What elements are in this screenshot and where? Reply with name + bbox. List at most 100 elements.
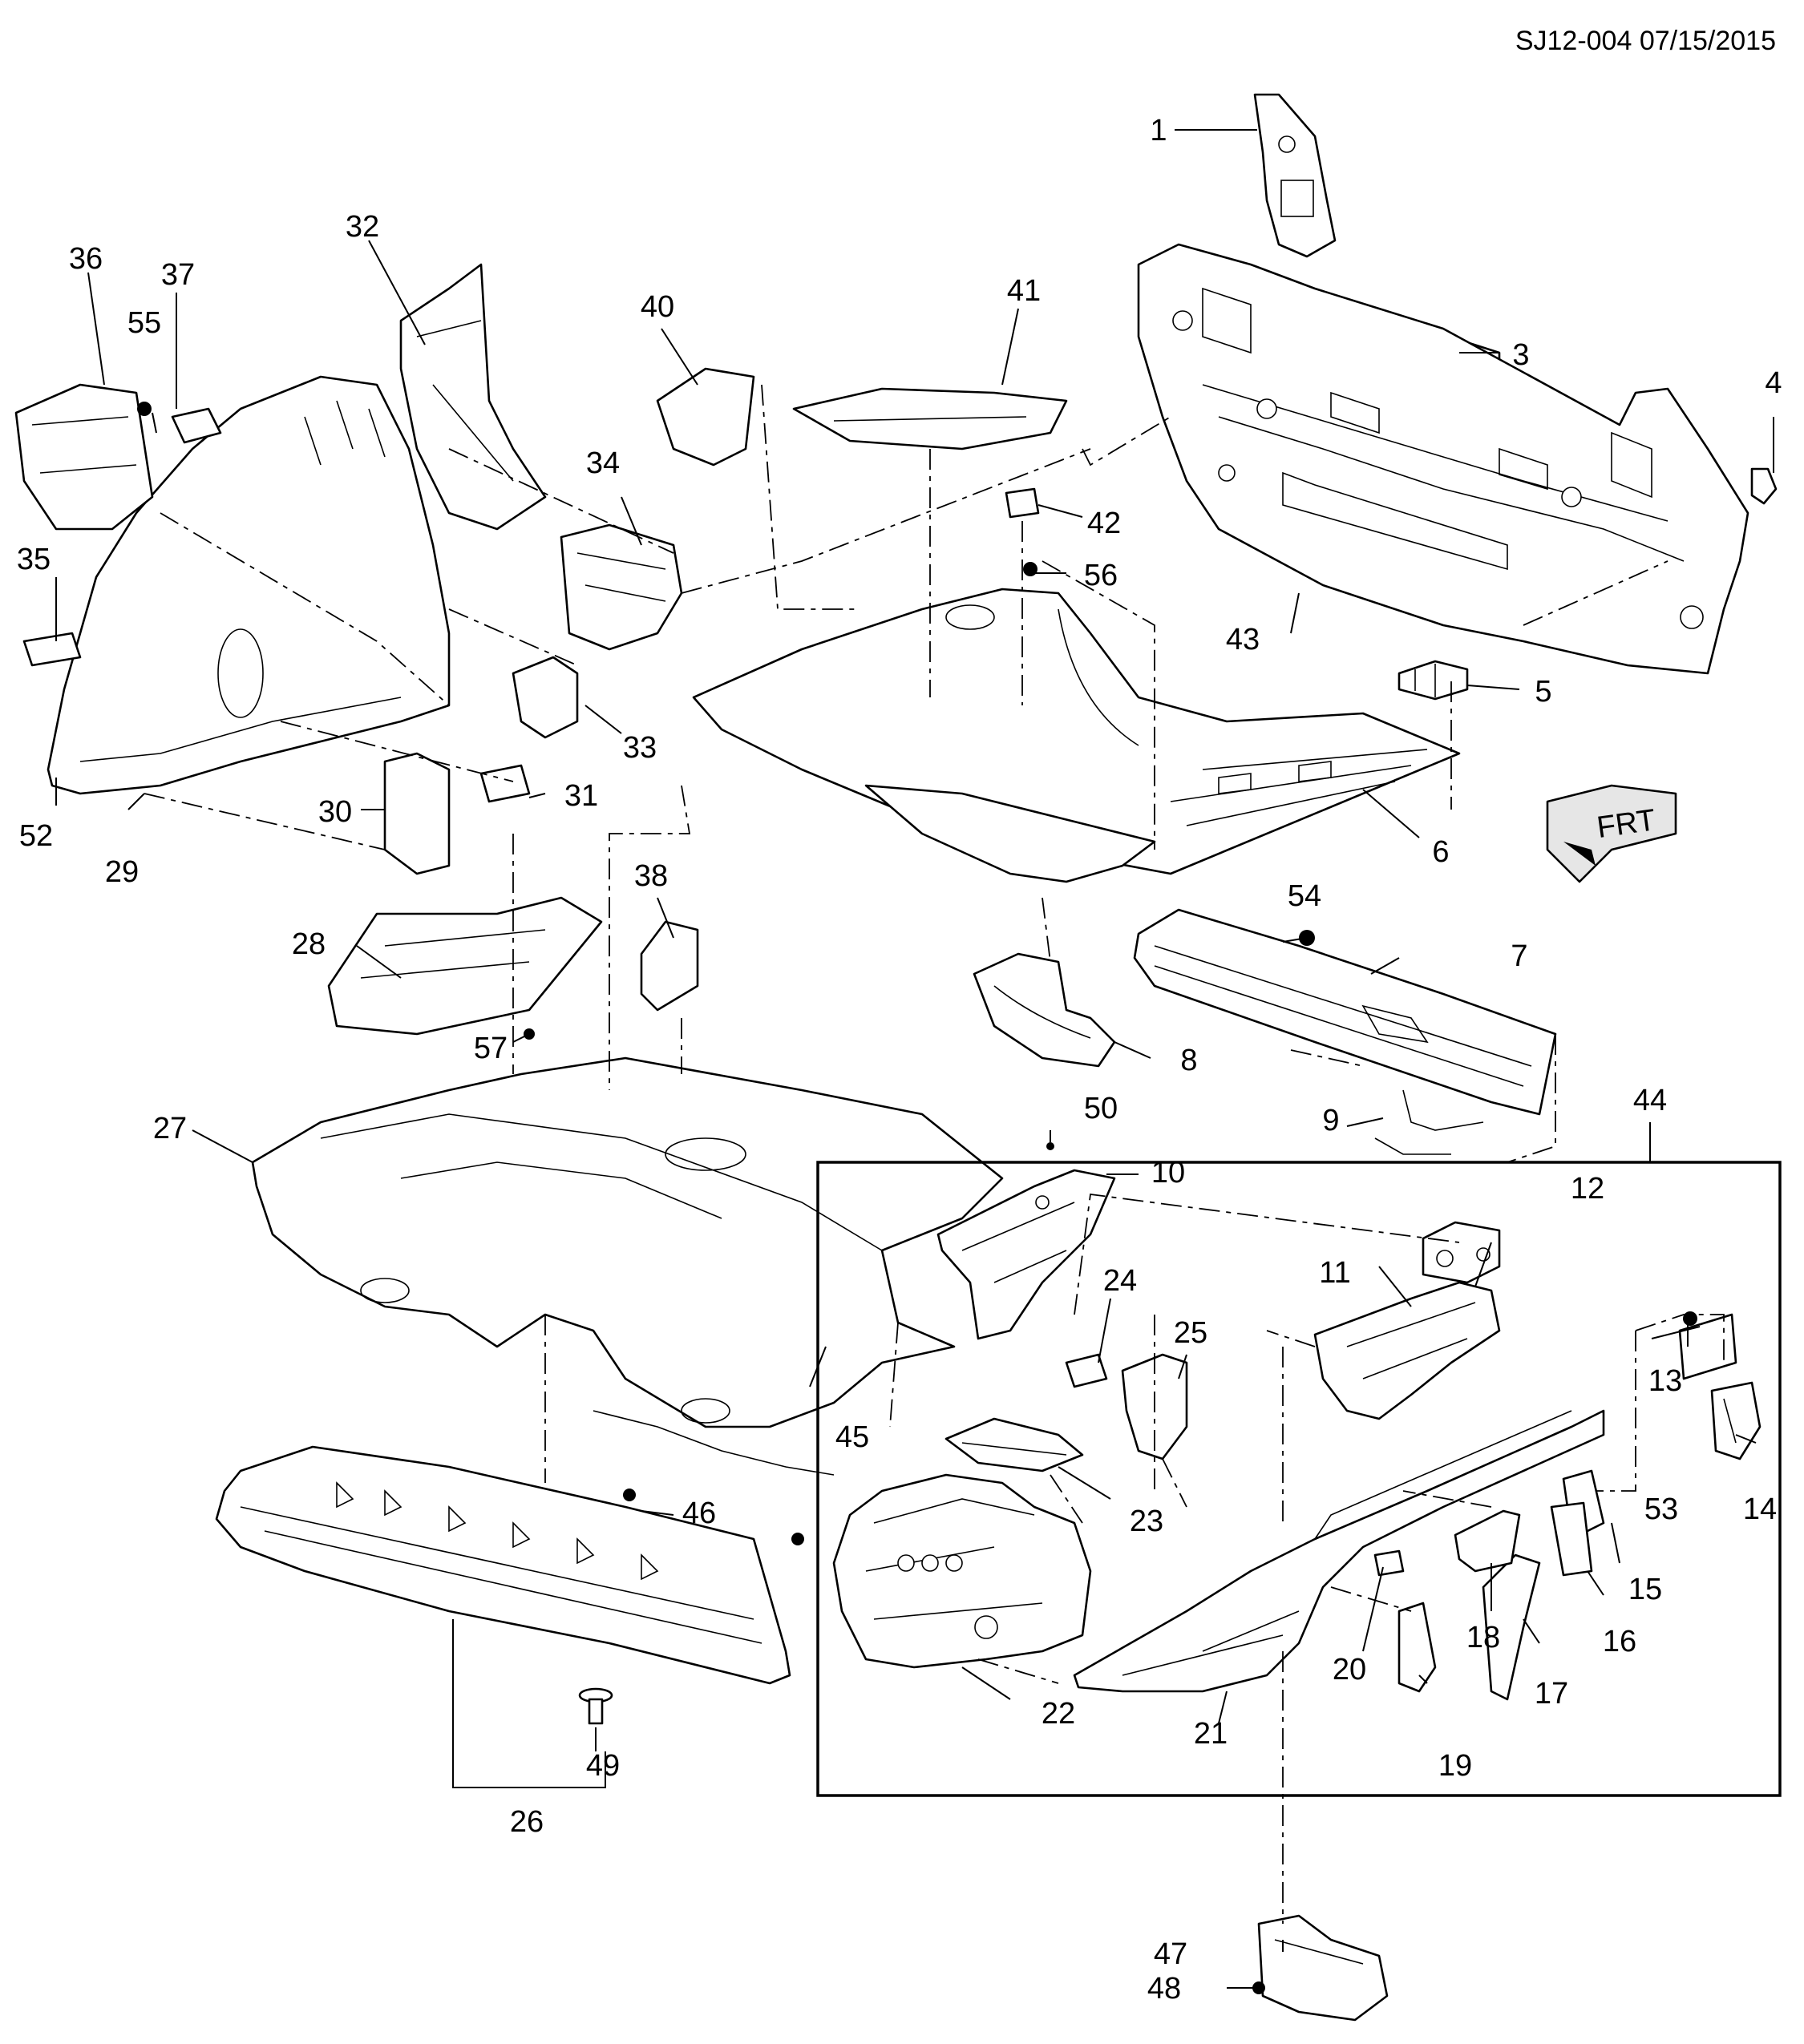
assembly-44-frame xyxy=(816,1161,1782,1797)
part-10-bracket xyxy=(936,1169,1116,1340)
ref-label-33: 33 xyxy=(623,731,657,765)
ref-label-40: 40 xyxy=(641,290,674,324)
part-5-bracket xyxy=(1397,660,1469,701)
ref-label-54: 54 xyxy=(1288,879,1321,913)
part-13-plate xyxy=(1678,1313,1737,1380)
ref-label-32: 32 xyxy=(346,210,379,244)
ref-label-18: 18 xyxy=(1466,1621,1500,1654)
ref-label-12: 12 xyxy=(1571,1172,1604,1206)
ref-label-26: 26 xyxy=(510,1805,544,1839)
part-23-bracket xyxy=(944,1417,1084,1472)
part-18-bracket xyxy=(1454,1509,1521,1573)
part-8-panel xyxy=(973,952,1116,1068)
fastener-50 xyxy=(1046,1142,1054,1150)
part-14-bracket xyxy=(1710,1381,1762,1460)
part-32-reinforcement xyxy=(399,263,547,531)
ref-label-31: 31 xyxy=(564,779,598,813)
ref-label-15: 15 xyxy=(1628,1573,1662,1606)
ref-label-4: 4 xyxy=(1765,366,1782,400)
fastener-56 xyxy=(1023,562,1038,576)
ref-label-22: 22 xyxy=(1042,1697,1075,1731)
part-29-wheelhouse-outer xyxy=(47,375,451,795)
part-1-bracket xyxy=(1253,93,1337,258)
ref-label-57: 57 xyxy=(474,1032,508,1065)
ref-label-27: 27 xyxy=(153,1112,187,1145)
part-31-clip xyxy=(479,764,531,803)
ref-label-42: 42 xyxy=(1087,507,1121,540)
part-33-bracket xyxy=(512,656,579,739)
fastener-55 xyxy=(137,402,152,416)
part-19-bracket xyxy=(1397,1602,1437,1693)
part-42-clip xyxy=(1005,487,1040,519)
ref-label-55: 55 xyxy=(127,306,161,340)
ref-label-53: 53 xyxy=(1644,1493,1678,1526)
part-17-bracket xyxy=(1482,1553,1541,1701)
part-26-bumper-beam xyxy=(215,1445,791,1685)
alignment-lines xyxy=(144,384,1725,1924)
ref-label-52: 52 xyxy=(19,819,53,853)
reference-labels: 1 3 4 5 6 7 8 9 10 11 12 13 14 15 16 17 … xyxy=(17,114,1782,2006)
part-28-support xyxy=(327,896,603,1036)
part-34-bracket xyxy=(560,523,683,651)
ref-label-38: 38 xyxy=(634,859,668,893)
fasteners xyxy=(137,402,1697,1994)
part-43-rear-end-panel xyxy=(1137,243,1749,675)
leader-lines xyxy=(55,129,1774,1989)
fastener-46b xyxy=(791,1533,804,1545)
part-27-floor-pan xyxy=(251,1056,1004,1428)
part-22-wheelhouse-inner xyxy=(832,1473,1092,1669)
fastener-46a xyxy=(623,1489,636,1501)
part-11-rail-extension xyxy=(1313,1281,1501,1420)
ref-label-47: 47 xyxy=(1154,1937,1187,1971)
ref-label-11: 11 xyxy=(1319,1256,1350,1290)
ref-label-56: 56 xyxy=(1084,559,1118,592)
ref-label-29: 29 xyxy=(105,855,139,889)
part-30-bracket xyxy=(383,752,451,875)
ref-label-6: 6 xyxy=(1432,835,1449,869)
ref-label-41: 41 xyxy=(1007,274,1041,308)
part-45-wiring xyxy=(593,1410,835,1476)
ref-label-5: 5 xyxy=(1535,675,1551,709)
ref-label-13: 13 xyxy=(1648,1364,1682,1398)
part-49-pin xyxy=(578,1687,613,1725)
ref-label-1: 1 xyxy=(1150,114,1167,147)
ref-label-36: 36 xyxy=(69,242,103,276)
ref-label-16: 16 xyxy=(1603,1625,1636,1658)
ref-label-17: 17 xyxy=(1535,1677,1568,1711)
ref-label-30: 30 xyxy=(318,795,352,829)
ref-label-46: 46 xyxy=(682,1497,716,1530)
part-40-bracket xyxy=(656,367,755,467)
front-direction-label: FRT xyxy=(1595,803,1657,845)
ref-label-43: 43 xyxy=(1226,623,1260,656)
part-47-bracket xyxy=(1257,1914,1389,2022)
ref-label-44: 44 xyxy=(1633,1084,1667,1117)
part-16-bracket xyxy=(1550,1501,1593,1577)
part-6-rear-floor-panel xyxy=(692,588,1461,883)
ref-label-49: 49 xyxy=(586,1749,620,1783)
ref-label-8: 8 xyxy=(1180,1044,1197,1077)
part-4-clip xyxy=(1750,467,1778,505)
part-36-bracket xyxy=(14,383,154,531)
part-38-bracket xyxy=(640,920,699,1012)
ref-label-14: 14 xyxy=(1743,1493,1777,1526)
document-code: SJ12-004 07/15/2015 xyxy=(1515,26,1776,56)
ref-label-37: 37 xyxy=(161,258,195,292)
part-21-rear-rail xyxy=(1073,1409,1605,1693)
front-direction-arrow-icon: FRT xyxy=(1546,784,1677,883)
part-37-clip xyxy=(171,407,222,444)
fastener-53 xyxy=(1683,1311,1697,1326)
ref-label-9: 9 xyxy=(1322,1104,1339,1137)
ref-label-28: 28 xyxy=(292,927,326,961)
ref-label-25: 25 xyxy=(1174,1316,1207,1350)
part-7-crossmember xyxy=(1133,908,1557,1116)
ref-label-7: 7 xyxy=(1511,939,1527,973)
ref-label-20: 20 xyxy=(1333,1653,1366,1687)
ref-label-24: 24 xyxy=(1103,1264,1137,1298)
ref-label-21: 21 xyxy=(1194,1717,1228,1751)
ref-label-3: 3 xyxy=(1512,338,1529,372)
part-20-clip xyxy=(1373,1549,1405,1577)
ref-label-10: 10 xyxy=(1151,1156,1185,1190)
ref-label-50: 50 xyxy=(1084,1092,1118,1125)
ref-label-35: 35 xyxy=(17,543,51,576)
